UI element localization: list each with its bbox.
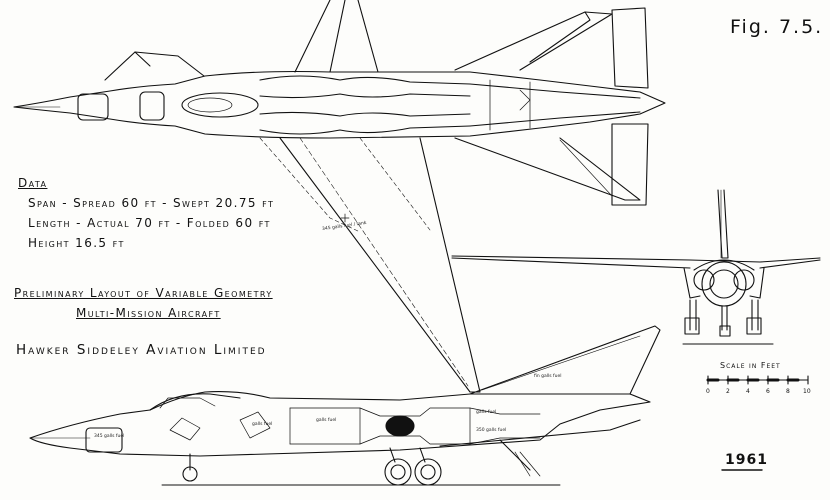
scale-tick-label: 0 — [706, 388, 710, 395]
plan-view — [13, 0, 666, 393]
scale-tick-label: 10 — [803, 388, 811, 395]
scale-tick-label: 4 — [746, 388, 750, 395]
mid-fuel-note-b: galls fuel — [316, 418, 337, 423]
data-length: Length - Actual 70 ft - Folded 60 ft — [28, 216, 271, 230]
scale-tick-label: 2 — [726, 388, 730, 395]
data-span: Span - Spread 60 ft - Swept 20.75 ft — [28, 196, 275, 210]
drawing-title-line-1: Preliminary Layout of Variable Geometry — [14, 286, 273, 300]
rear-fuel-note: galls fuel — [476, 410, 497, 415]
side-view — [29, 325, 661, 486]
aft-fuel-note: 350 galls fuel — [476, 428, 507, 433]
drawing-year: 1961 — [725, 452, 768, 468]
mid-fuel-note-a: galls fuel — [252, 422, 273, 427]
nose-fuel-note: 345 galls fuel — [94, 434, 125, 439]
fin-fuel-note: fin galls fuel — [534, 374, 562, 379]
front-view — [451, 189, 821, 345]
drawing-title-line-2: Multi-Mission Aircraft — [76, 306, 221, 320]
figure-label: Fig. 7.5. — [730, 16, 824, 38]
scale-tick-label: 6 — [766, 388, 770, 395]
scale-title: Scale in Feet — [720, 361, 781, 370]
data-height: Height 16.5 ft — [28, 236, 125, 250]
data-heading: Data — [18, 176, 48, 190]
scale-bar — [706, 375, 809, 385]
scale-tick-label: 8 — [786, 388, 790, 395]
company-name: Hawker Siddeley Aviation Limited — [16, 342, 267, 358]
